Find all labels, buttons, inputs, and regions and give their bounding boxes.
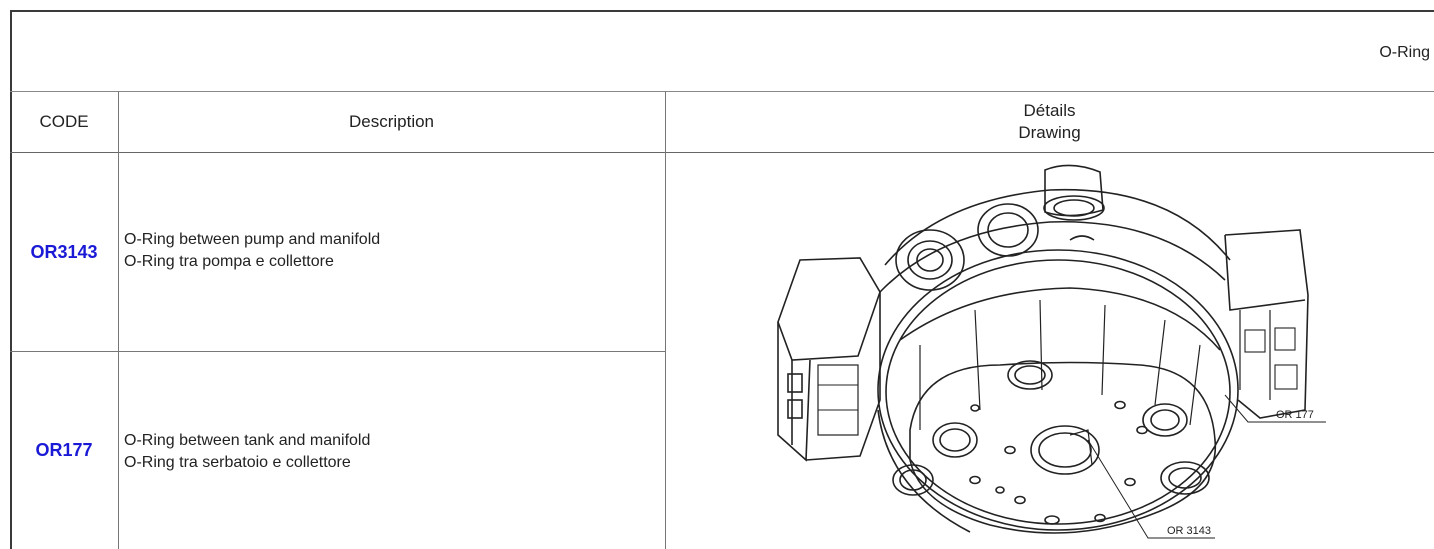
callout-or177: OR 177 [1276,409,1314,421]
description-or3143: O-Ring between pump and manifold O-Ring … [124,229,380,273]
code-link-or177[interactable]: OR177 [35,440,93,460]
section-title: O-Ring [1379,44,1430,61]
details-label: Détails [1023,101,1076,120]
description-en: O-Ring between tank and manifold [124,432,371,449]
left-border [10,10,12,549]
row-divider [10,351,665,352]
drawing-label: Drawing [1018,123,1081,142]
col-divider-1 [118,91,119,549]
description-en: O-Ring between pump and manifold [124,231,381,248]
column-header-description: Description [348,112,435,131]
callout-or3143: OR 3143 [1167,525,1211,537]
description-or177: O-Ring between tank and manifold O-Ring … [124,430,370,474]
col-divider-2 [665,91,666,549]
manifold-drawing: OR 177 OR 3143 [777,164,1326,539]
column-header-divider [10,152,1434,153]
column-header-code: CODE [39,112,89,131]
header-divider [10,91,1434,92]
column-header-details: Détails Drawing [665,92,1434,152]
top-border [10,10,1434,12]
description-it: O-Ring tra serbatoio e collettore [124,454,351,471]
code-link-or3143[interactable]: OR3143 [30,241,98,262]
description-it: O-Ring tra pompa e collettore [124,253,334,270]
